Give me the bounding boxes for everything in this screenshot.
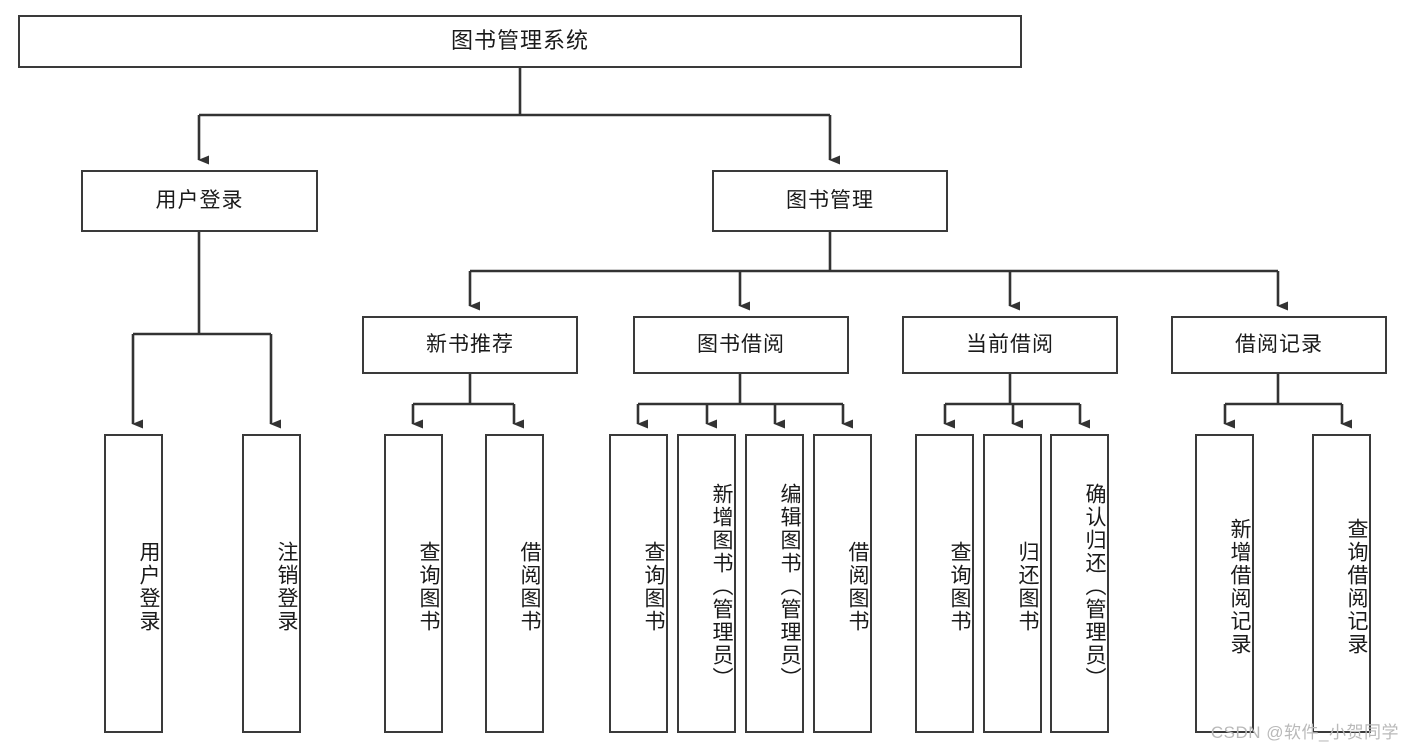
node-leaf-logout-login-label: 注销登录 — [275, 540, 298, 633]
node-borrow-record-label: 借阅记录 — [1235, 333, 1323, 357]
node-leaf-add-book[interactable]: 新增图书（管理员） — [677, 434, 736, 733]
node-leaf-user-login[interactable]: 用户登录 — [104, 434, 163, 733]
node-root-label: 图书管理系统 — [450, 28, 589, 54]
node-root-system[interactable]: 图书管理系统 — [18, 15, 1022, 68]
node-book-manage[interactable]: 图书管理 — [712, 170, 948, 232]
node-new-book-recommend[interactable]: 新书推荐 — [362, 316, 578, 374]
node-book-borrow[interactable]: 图书借阅 — [633, 316, 849, 374]
node-leaf-confirm-return[interactable]: 确认归还（管理员） — [1050, 434, 1109, 733]
node-leaf-edit-book[interactable]: 编辑图书（管理员） — [745, 434, 804, 733]
node-new-book-recommend-label: 新书推荐 — [426, 333, 514, 357]
node-book-manage-label: 图书管理 — [786, 189, 874, 213]
node-leaf-borrow-book-2[interactable]: 借阅图书 — [813, 434, 872, 733]
node-leaf-return-book-label: 归还图书 — [1016, 540, 1039, 633]
node-leaf-query-book-3-label: 查询图书 — [948, 540, 971, 633]
node-user-login[interactable]: 用户登录 — [81, 170, 318, 232]
node-leaf-query-record[interactable]: 查询借阅记录 — [1312, 434, 1371, 733]
node-leaf-return-book[interactable]: 归还图书 — [983, 434, 1042, 733]
node-current-borrow[interactable]: 当前借阅 — [902, 316, 1118, 374]
node-leaf-query-book-2-label: 查询图书 — [642, 540, 665, 633]
node-book-borrow-label: 图书借阅 — [697, 333, 785, 357]
node-leaf-borrow-book-1-label: 借阅图书 — [518, 540, 541, 633]
node-leaf-add-record-label: 新增借阅记录 — [1228, 517, 1251, 656]
node-leaf-query-record-label: 查询借阅记录 — [1345, 517, 1368, 656]
node-leaf-edit-book-label: 编辑图书（管理员） — [778, 483, 801, 690]
node-leaf-user-login-label: 用户登录 — [137, 540, 160, 633]
node-leaf-logout-login[interactable]: 注销登录 — [242, 434, 301, 733]
node-current-borrow-label: 当前借阅 — [966, 333, 1054, 357]
node-borrow-record[interactable]: 借阅记录 — [1171, 316, 1387, 374]
node-leaf-query-book-1[interactable]: 查询图书 — [384, 434, 443, 733]
node-leaf-query-book-1-label: 查询图书 — [417, 540, 440, 633]
node-leaf-confirm-return-label: 确认归还（管理员） — [1083, 483, 1106, 690]
node-leaf-add-record[interactable]: 新增借阅记录 — [1195, 434, 1254, 733]
node-leaf-borrow-book-1[interactable]: 借阅图书 — [485, 434, 544, 733]
node-user-login-label: 用户登录 — [155, 189, 244, 213]
node-leaf-add-book-label: 新增图书（管理员） — [710, 483, 733, 690]
node-leaf-query-book-2[interactable]: 查询图书 — [609, 434, 668, 733]
node-leaf-borrow-book-2-label: 借阅图书 — [846, 540, 869, 633]
node-leaf-query-book-3[interactable]: 查询图书 — [915, 434, 974, 733]
csdn-watermark: CSDN @软件_小贺同学 — [1210, 723, 1399, 742]
